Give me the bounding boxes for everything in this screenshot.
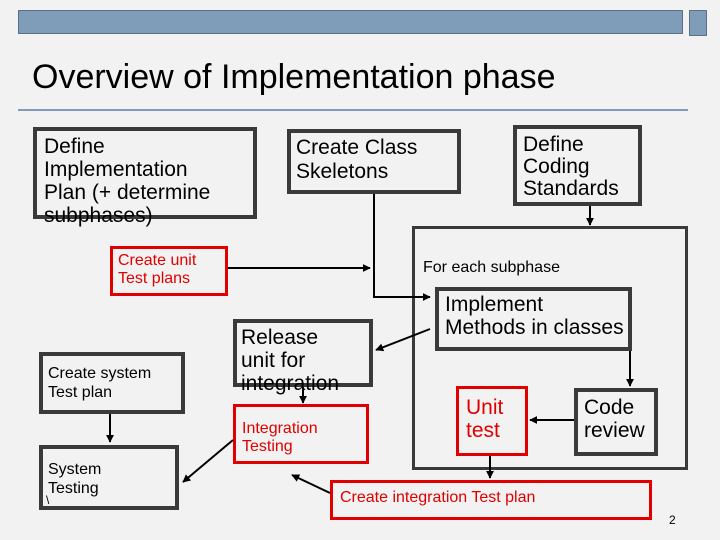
implement-methods-label: Implement Methods in classes: [445, 293, 624, 340]
title-underline: [18, 109, 688, 111]
release-unit-label: Release unit for integration: [241, 326, 340, 396]
arrow-skeletons-to-implement: [373, 194, 431, 301]
backslash-mark: \: [46, 493, 50, 507]
slide-title: Overview of Implementation phase: [32, 58, 556, 96]
arrow-integration-to-system-testing: [182, 439, 234, 483]
arrow-integration-plan-to-integration-testing: [291, 474, 331, 494]
create-class-skeletons-box: [287, 129, 461, 194]
create-unit-test-plans-box: [110, 246, 228, 296]
define-coding-standards-label: Define Coding Standards: [523, 133, 619, 201]
integration-testing-box: [233, 404, 369, 464]
define-coding-standards-box: [513, 125, 642, 206]
define-plan-label: Define Implementation Plan (+ determine …: [44, 135, 211, 228]
create-class-skeletons-label: Create Class Skeletons: [296, 136, 418, 183]
code-review-label: Code review: [584, 396, 645, 443]
create-unit-test-plans-label: Create unit Test plans: [118, 252, 197, 287]
corner-decoration: [689, 10, 707, 36]
create-integration-test-plan-box: [330, 480, 652, 520]
unit-test-box: [456, 386, 528, 456]
create-system-test-plan-label: Create system Test plan: [48, 365, 152, 402]
system-testing-label: System Testing: [48, 461, 102, 498]
system-testing-box: [39, 445, 179, 510]
integration-testing-label: Integration Testing: [242, 420, 318, 455]
unit-test-label: Unit test: [466, 396, 504, 443]
create-integration-test-plan-label: Create integration Test plan: [340, 489, 536, 506]
page-number: 2: [669, 513, 676, 527]
title-bar-decoration: [18, 10, 683, 34]
implement-methods-box: [435, 287, 632, 351]
code-review-box: [574, 388, 658, 456]
create-system-test-plan-box: [39, 352, 185, 414]
release-unit-box: [233, 319, 373, 387]
define-plan-box: [33, 127, 257, 219]
arrow-implement-to-release: [375, 328, 431, 352]
for-each-subphase-label: For each subphase: [423, 259, 560, 276]
